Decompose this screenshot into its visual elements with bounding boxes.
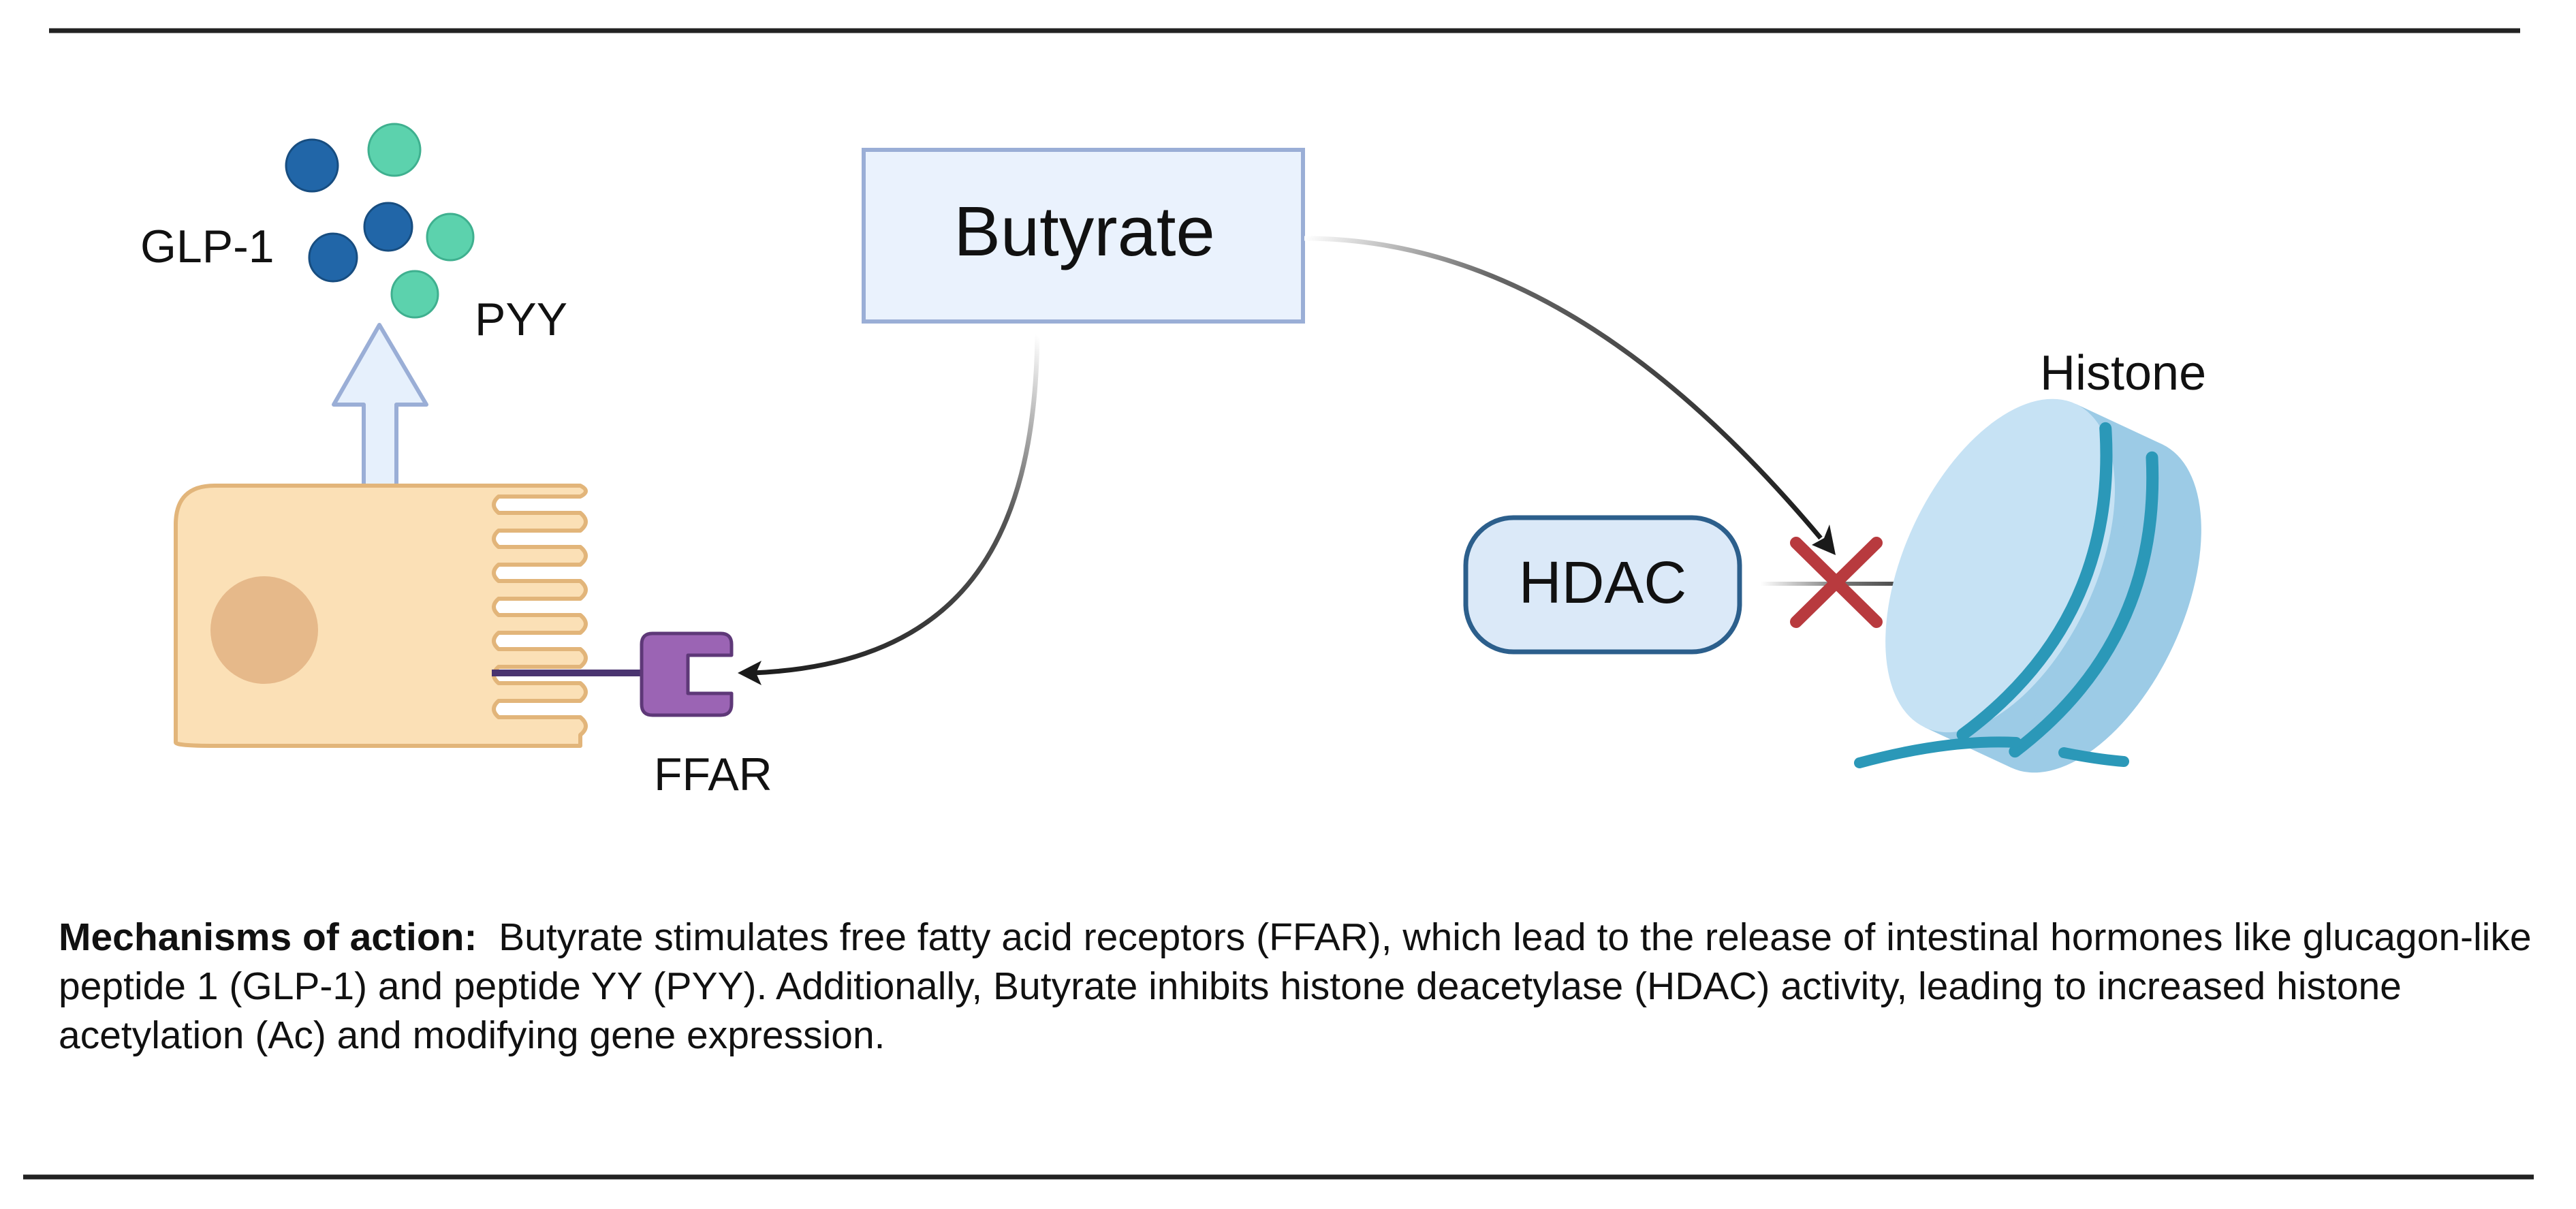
histone-icon — [1885, 398, 2201, 773]
glp1-dot — [363, 202, 413, 252]
release-arrow — [332, 323, 428, 513]
pyy-label: PYY — [475, 294, 567, 345]
glp1-dot — [308, 232, 358, 283]
glp1-dot — [285, 138, 339, 193]
dna-tail — [2058, 747, 2129, 767]
inhibition-arrowhead — [1812, 524, 1836, 555]
hdac-label: HDAC — [1519, 550, 1687, 616]
dna-wrap — [2009, 451, 2159, 758]
pyy-dot — [426, 213, 475, 262]
dna-wrap — [1956, 422, 2113, 741]
caption-paragraph: Mechanisms of action: Butyrate stimulate… — [59, 913, 2538, 1060]
ffar-label: FFAR — [654, 749, 772, 800]
histone-label: Histone — [2040, 346, 2206, 401]
hormone-cluster — [285, 123, 475, 319]
butyrate-label: Butyrate — [954, 192, 1215, 270]
histone-face — [1885, 398, 2115, 733]
pyy-dot — [390, 270, 439, 319]
butyrate-to-ffar-arrow — [752, 333, 1040, 676]
intestinal-cell — [174, 484, 588, 748]
cell-nucleus — [210, 576, 318, 684]
inhibition-cross-icon — [1790, 537, 1883, 628]
receptor-head — [640, 631, 734, 717]
caption-heading: Mechanisms of action: — [59, 915, 477, 959]
butyrate-to-hdac-arrow — [1304, 236, 1823, 540]
ffar-receptor — [492, 631, 734, 717]
butyrate-box — [862, 148, 1305, 324]
dna-tail — [1854, 736, 2022, 768]
ffar-arrowhead — [738, 661, 761, 685]
caption-body: Butyrate stimulates free fatty acid rece… — [59, 915, 2532, 1057]
pyy-dot — [367, 123, 422, 177]
hdac-box — [1463, 515, 1742, 655]
glp1-label: GLP-1 — [140, 221, 274, 272]
